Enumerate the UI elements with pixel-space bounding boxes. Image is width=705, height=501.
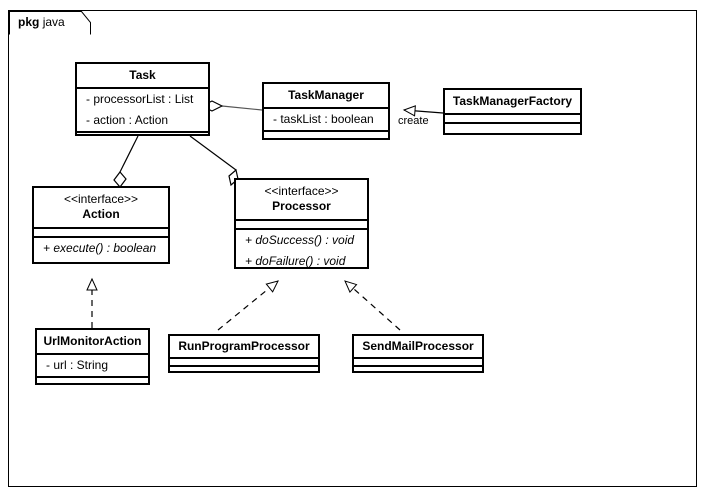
class-operations-compartment-task bbox=[77, 133, 208, 144]
class-name-compartment-taskmanager: TaskManager bbox=[264, 84, 388, 109]
class-attribute: - action : Action bbox=[86, 113, 169, 127]
class-operations-compartment-taskmanagerfactory bbox=[445, 124, 580, 135]
class-attribute: - taskList : boolean bbox=[273, 112, 374, 126]
class-box-processor[interactable]: <<interface>> Processor + doSuccess() : … bbox=[234, 178, 369, 269]
class-attributes-compartment-sendmailprocessor bbox=[354, 359, 482, 367]
class-operation: + doFailure() : void bbox=[245, 254, 346, 268]
class-name-runprogramprocessor: RunProgramProcessor bbox=[178, 339, 310, 353]
package-keyword: pkg bbox=[18, 15, 40, 29]
class-header-processor: <<interface>> Processor bbox=[236, 180, 367, 219]
empty-operations bbox=[37, 378, 148, 389]
class-name-compartment-sendmailprocessor: SendMailProcessor bbox=[354, 336, 482, 359]
class-name-compartment-runprogramprocessor: RunProgramProcessor bbox=[170, 336, 318, 359]
empty-attributes bbox=[354, 359, 482, 365]
class-name-processor: Processor bbox=[272, 199, 331, 213]
empty-operations bbox=[354, 367, 482, 375]
class-name-compartment-action: <<interface>> Action bbox=[34, 188, 168, 229]
class-operations-compartment-taskmanager bbox=[264, 132, 388, 143]
empty-attributes bbox=[236, 221, 367, 228]
class-attributes-compartment-urlmonitoraction: - url : String bbox=[37, 355, 148, 378]
class-name-taskmanager: TaskManager bbox=[288, 88, 364, 102]
empty-operations bbox=[264, 132, 388, 143]
class-attributes-compartment-taskmanager: - taskList : boolean bbox=[264, 109, 388, 132]
empty-attributes bbox=[445, 115, 580, 122]
class-box-action[interactable]: <<interface>> Action + execute() : boole… bbox=[32, 186, 170, 264]
class-attribute: - processorList : List bbox=[86, 92, 194, 106]
class-stereotype-action: <<interface>> bbox=[63, 192, 139, 206]
class-header-action: <<interface>> Action bbox=[34, 188, 168, 227]
package-name: java bbox=[42, 15, 65, 29]
relationship-label-create: create bbox=[398, 115, 429, 127]
class-box-runprogramprocessor[interactable]: RunProgramProcessor bbox=[168, 334, 320, 373]
empty-attributes bbox=[34, 229, 168, 236]
empty-attributes bbox=[170, 359, 318, 365]
class-attribute: - url : String bbox=[46, 358, 109, 372]
class-box-taskmanagerfactory[interactable]: TaskManagerFactory bbox=[443, 88, 582, 135]
class-name-compartment-taskmanagerfactory: TaskManagerFactory bbox=[445, 90, 580, 115]
empty-operations bbox=[170, 367, 318, 375]
class-name-compartment-urlmonitoraction: UrlMonitorAction bbox=[37, 330, 148, 355]
class-operations-compartment-sendmailprocessor bbox=[354, 367, 482, 375]
class-box-taskmanager[interactable]: TaskManager - taskList : boolean bbox=[262, 82, 390, 140]
class-attributes-compartment-task: - processorList : List - action : Action bbox=[77, 89, 208, 133]
class-operations-compartment-urlmonitoraction bbox=[37, 378, 148, 389]
class-operations-compartment-action: + execute() : boolean bbox=[34, 238, 168, 259]
empty-operations bbox=[77, 133, 208, 144]
class-attributes-compartment-processor bbox=[236, 221, 367, 230]
class-attributes-compartment-action bbox=[34, 229, 168, 238]
package-label: pkg java bbox=[18, 15, 65, 30]
package-tab: pkg java bbox=[8, 10, 91, 35]
class-operation: + doSuccess() : void bbox=[245, 233, 355, 247]
class-name-taskmanagerfactory: TaskManagerFactory bbox=[452, 94, 573, 108]
class-operation: + execute() : boolean bbox=[43, 241, 157, 255]
class-operations-compartment-runprogramprocessor bbox=[170, 367, 318, 375]
class-box-sendmailprocessor[interactable]: SendMailProcessor bbox=[352, 334, 484, 373]
class-box-urlmonitoraction[interactable]: UrlMonitorAction - url : String bbox=[35, 328, 150, 385]
class-attributes-compartment-runprogramprocessor bbox=[170, 359, 318, 367]
class-operations-compartment-processor: + doSuccess() : void + doFailure() : voi… bbox=[236, 230, 367, 272]
class-name-task: Task bbox=[129, 68, 156, 82]
class-name-compartment-task: Task bbox=[77, 64, 208, 89]
class-name-sendmailprocessor: SendMailProcessor bbox=[362, 339, 474, 353]
class-name-urlmonitoraction: UrlMonitorAction bbox=[43, 334, 142, 348]
empty-operations bbox=[445, 124, 580, 135]
package-tab-shape bbox=[9, 11, 91, 35]
class-name-action: Action bbox=[82, 207, 120, 221]
class-stereotype-processor: <<interface>> bbox=[264, 184, 339, 198]
class-name-compartment-processor: <<interface>> Processor bbox=[236, 180, 367, 221]
class-attributes-compartment-taskmanagerfactory bbox=[445, 115, 580, 124]
class-box-task[interactable]: Task - processorList : List - action : A… bbox=[75, 62, 210, 136]
